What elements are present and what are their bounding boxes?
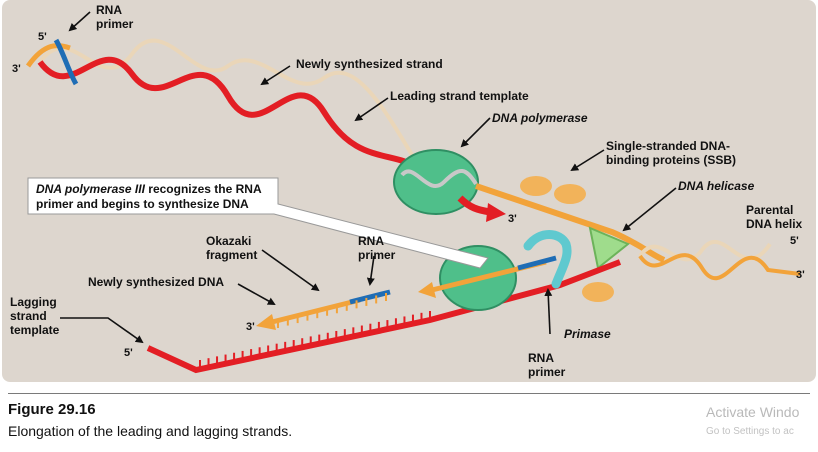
leading-template-front	[25, 43, 71, 68]
diagram: RNA primer 5' 3' Newly synthesized stran…	[2, 0, 816, 382]
label-dna-polymerase: DNA polymerase	[492, 111, 588, 125]
callout-line-1: DNA polymerase III recognizes the RNA	[36, 182, 262, 196]
label-dna-helicase: DNA helicase	[678, 179, 755, 193]
label-lagging-strand-template: Lagging strand template	[10, 295, 60, 337]
label-3prime-leading: 3'	[508, 213, 517, 225]
caption-divider	[8, 393, 810, 394]
label-ssb: Single-stranded DNA- binding proteins (S…	[606, 139, 736, 167]
label-5prime-lagging: 5'	[124, 347, 133, 359]
callout-arrow	[27, 177, 489, 269]
leading-helix	[25, 38, 422, 171]
figure-caption: Elongation of the leading and lagging st…	[8, 423, 293, 439]
label-leading-strand-template: Leading strand template	[390, 89, 529, 103]
leading-template-backbone	[38, 38, 422, 170]
figure-number: Figure 29.16	[8, 401, 96, 418]
label-parental-dna-helix: Parental DNA helix	[746, 203, 803, 231]
lagging-new-dna-arrowhead	[418, 282, 436, 298]
label-newly-synthesized-dna: Newly synthesized DNA	[88, 275, 224, 289]
activation-watermark-subtitle: Go to Settings to ac	[706, 426, 794, 437]
activation-watermark-title: Activate Windo	[706, 404, 800, 420]
dna-polymerase-leading	[393, 149, 479, 215]
label-rna-primer-top: RNA primer	[96, 3, 134, 31]
label-5prime-right: 5'	[790, 235, 799, 247]
parental-helix	[638, 240, 801, 281]
lagging-template-ticks	[199, 311, 431, 369]
lagging-rna-primer	[517, 255, 557, 271]
rna-primer-top-segment	[53, 38, 79, 86]
label-rna-primer-bottom: RNA primer	[528, 351, 566, 379]
label-3prime-top: 3'	[12, 63, 21, 75]
dna-helicase	[588, 226, 630, 270]
okazaki-fragment	[256, 289, 391, 330]
label-primase: Primase	[564, 327, 611, 341]
ssb-proteins	[520, 176, 614, 302]
polymerase-inner-helix	[400, 169, 478, 188]
primase	[523, 230, 572, 289]
leading-synthesis-arrow	[457, 195, 491, 216]
label-okazaki-fragment: Okazaki fragment	[206, 234, 257, 262]
leading-new-strand-backbone	[37, 56, 422, 171]
replication-fork-diagram: RNA primer 5' 3' Newly synthesized stran…	[2, 0, 816, 382]
callout-line-2: primer and begins to synthesize DNA	[36, 197, 249, 211]
label-newly-synthesized-strand: Newly synthesized strand	[296, 57, 443, 71]
label-rna-primer-middle: RNA primer	[358, 234, 396, 262]
fork-orange-strand	[475, 183, 666, 263]
label-3prime-right: 3'	[796, 269, 805, 281]
leader-lines	[60, 11, 677, 344]
leading-arrowhead	[486, 203, 506, 222]
label-5prime-top: 5'	[38, 31, 47, 43]
label-3prime-okazaki: 3'	[246, 321, 255, 333]
